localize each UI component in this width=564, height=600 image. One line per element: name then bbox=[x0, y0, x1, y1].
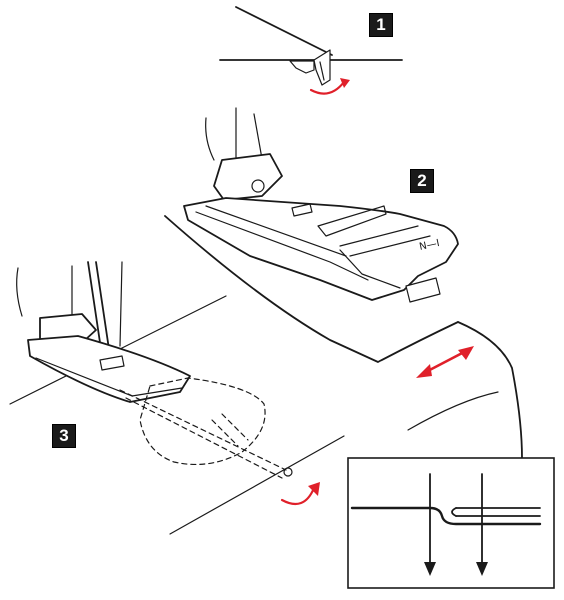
step1-fabric-fold-line bbox=[235, 6, 333, 56]
inset-arrowhead-right bbox=[476, 562, 488, 576]
step1-guide-edge bbox=[319, 61, 325, 81]
step2-foot-guide-bar bbox=[317, 205, 387, 237]
step1-drawing bbox=[219, 6, 403, 95]
step2-drawing: N—I bbox=[164, 107, 523, 459]
step3-hidden-guide-1 bbox=[211, 419, 239, 447]
step2-foot-marking: N—I bbox=[418, 238, 440, 253]
step2-foot-groove-1 bbox=[195, 211, 369, 281]
step3-fabric-edge-lower bbox=[169, 435, 345, 535]
step2-shank-left bbox=[205, 117, 215, 161]
inset-stitch-detail bbox=[347, 457, 555, 589]
step2-foot-ridge-1 bbox=[339, 225, 419, 247]
step2-foot-groove-2 bbox=[205, 205, 347, 257]
step3-drawing bbox=[9, 261, 345, 535]
step2-machine-bed-corner bbox=[457, 321, 523, 459]
step3-foot-needle-slot bbox=[99, 355, 125, 371]
step1-guide-tab bbox=[289, 60, 315, 74]
step3-hidden-stitch-line-2 bbox=[125, 397, 283, 479]
step-1-badge: 1 bbox=[369, 13, 393, 37]
step2-foot-slot bbox=[291, 203, 313, 217]
step2-free-arm-edge bbox=[407, 391, 499, 431]
step3-shank-left bbox=[16, 267, 23, 317]
step3-needle-thread-1 bbox=[87, 261, 103, 357]
step3-hidden-guide-2 bbox=[221, 413, 249, 441]
step2-holder-screw bbox=[251, 179, 265, 193]
step2-foot-lever bbox=[405, 277, 441, 303]
step2-foot-ridge-2 bbox=[349, 235, 431, 257]
step2-foot-holder bbox=[213, 153, 283, 201]
step3-presser-bar-right bbox=[119, 261, 123, 347]
inset-fabric-lower bbox=[350, 506, 542, 526]
step3-hidden-stitch-line-1 bbox=[119, 389, 287, 471]
inset-arrowhead-left bbox=[424, 562, 436, 576]
step3-fabric-pivot bbox=[283, 467, 293, 477]
step1-guide-plate bbox=[313, 49, 331, 86]
step2-adjust-arrowhead-left bbox=[416, 364, 432, 378]
step1-rotate-arrowhead bbox=[340, 78, 350, 88]
inset-fold-curve bbox=[451, 507, 457, 517]
step3-rotate-arrow bbox=[280, 486, 316, 506]
step2-machine-bed-edge bbox=[164, 215, 459, 363]
step1-rotate-arrow bbox=[309, 80, 346, 95]
step3-needle-thread-2 bbox=[95, 261, 111, 357]
step2-adjust-arrowhead-right bbox=[458, 346, 474, 360]
step3-hidden-blind-hem-foot bbox=[139, 377, 266, 466]
step-3-badge: 3 bbox=[52, 424, 76, 448]
step-2-badge: 2 bbox=[410, 169, 434, 193]
step2-foot-toe bbox=[339, 249, 401, 289]
step3-rotate-arrowhead bbox=[308, 482, 320, 496]
